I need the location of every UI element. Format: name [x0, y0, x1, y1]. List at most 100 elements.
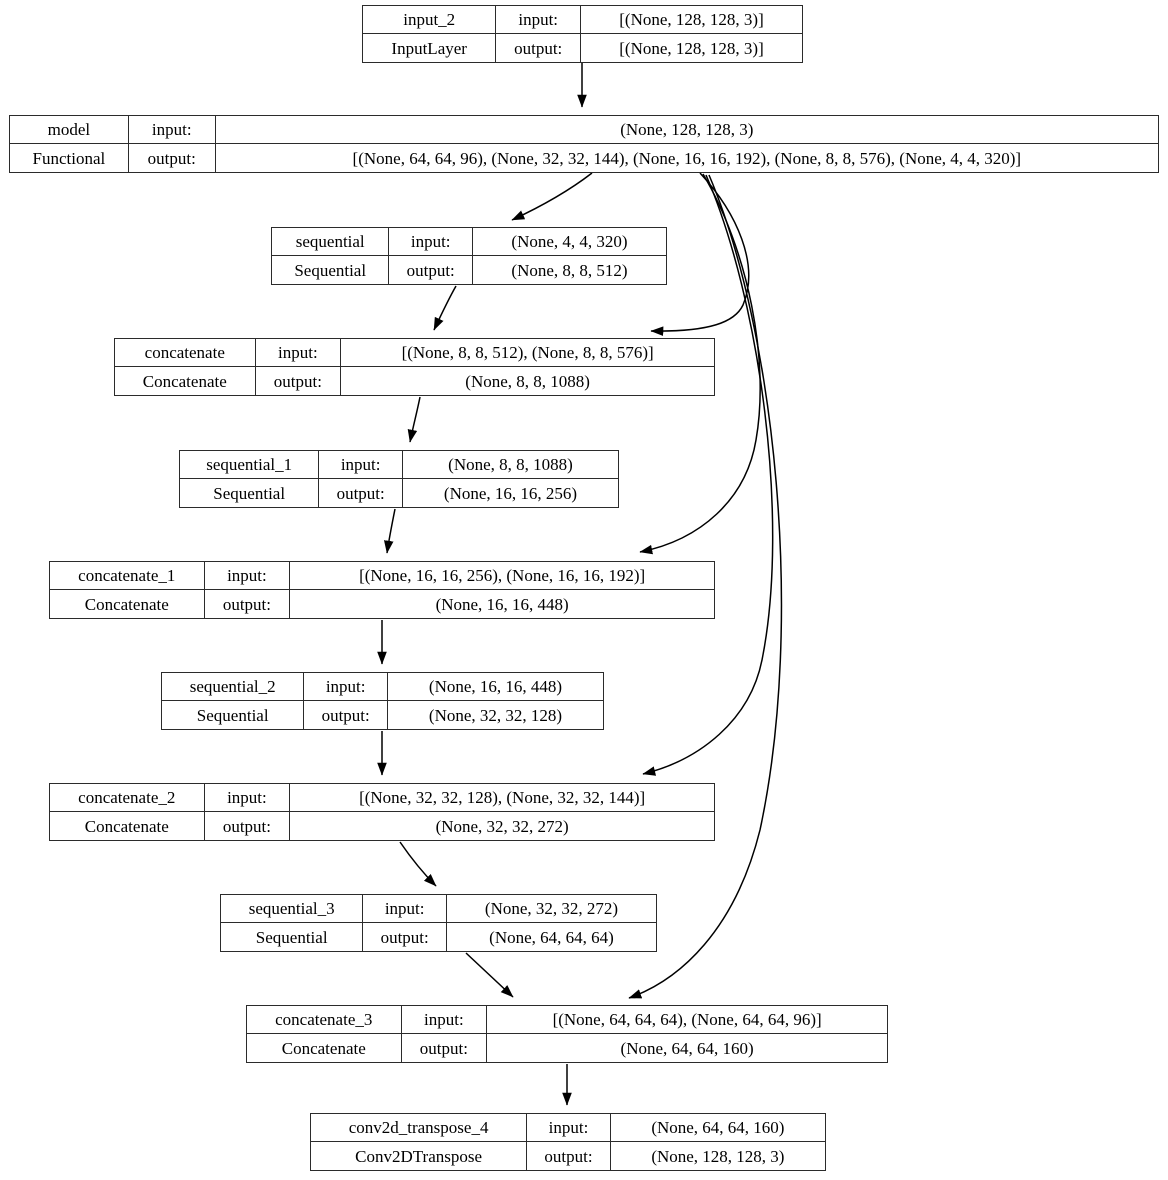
- edge-model-to-concatenate_3: [628, 174, 783, 999]
- node-concatenate_1-output-label: output:: [205, 590, 291, 618]
- node-concatenate_1-name: concatenate_1: [50, 562, 205, 589]
- node-input_2-input-label: input:: [496, 6, 582, 33]
- node-model-output-shape: [(None, 64, 64, 96), (None, 32, 32, 144)…: [352, 148, 1022, 168]
- edge-concatenate_2-to-sequential_3: [399, 841, 437, 887]
- node-sequential_3-input-shape: (None, 32, 32, 272): [484, 899, 619, 918]
- node-input_2-class: InputLayer: [363, 34, 497, 62]
- node-sequential_3-name: sequential_3: [221, 895, 364, 922]
- node-concatenate_2-output-label: output:: [205, 812, 291, 840]
- node-concatenate-class: Concatenate: [115, 367, 256, 395]
- node-sequential_3-class: Sequential: [221, 923, 364, 951]
- node-conv2d_transpose_4-class: Conv2DTranspose: [311, 1142, 528, 1170]
- node-input_2-input-shape: [(None, 128, 128, 3)]: [619, 10, 764, 29]
- node-sequential_3-input-label: input:: [363, 895, 447, 922]
- node-sequential_2-input-shape: (None, 16, 16, 448): [428, 677, 563, 696]
- node-sequential_1-input-shape: (None, 8, 8, 1088): [448, 455, 573, 474]
- node-concatenate_2-input-shape: [(None, 32, 32, 128), (None, 32, 32, 144…: [359, 788, 646, 807]
- edge-model-to-sequential: [511, 172, 593, 221]
- node-concatenate_2-input-label: input:: [205, 784, 291, 811]
- node-sequential-input-label: input:: [389, 228, 473, 255]
- node-sequential-input-shape: (None, 4, 4, 320): [511, 232, 628, 251]
- node-conv2d_transpose_4-name: conv2d_transpose_4: [311, 1114, 528, 1141]
- node-sequential_1-name: sequential_1: [180, 451, 320, 478]
- node-concatenate_2-output-shape: (None, 32, 32, 272): [435, 816, 569, 836]
- node-model-name: model: [10, 116, 129, 143]
- node-sequential_1-class: Sequential: [180, 479, 320, 507]
- edge-sequential_3-to-concatenate_3: [465, 952, 514, 998]
- node-concatenate-input-label: input:: [256, 339, 342, 366]
- node-concatenate_2-class: Concatenate: [50, 812, 205, 840]
- node-sequential_2-input-label: input:: [304, 673, 388, 700]
- node-model-input-label: input:: [129, 116, 216, 143]
- edge-model-to-concatenate: [650, 172, 750, 337]
- node-sequential_2-class: Sequential: [162, 701, 305, 729]
- node-concatenate_3-input-shape: [(None, 64, 64, 64), (None, 64, 64, 96)]: [552, 1010, 822, 1029]
- node-sequential_3-output-label: output:: [363, 923, 447, 951]
- node-concatenate_1-output-shape: (None, 16, 16, 448): [435, 594, 569, 614]
- node-sequential_1-input-label: input:: [319, 451, 403, 478]
- node-sequential_2-output-label: output:: [304, 701, 388, 729]
- node-sequential-output-shape: (None, 8, 8, 512): [511, 260, 628, 280]
- node-conv2d_transpose_4-output-shape: (None, 128, 128, 3): [651, 1146, 785, 1166]
- node-concatenate_2-name: concatenate_2: [50, 784, 205, 811]
- node-sequential-output-label: output:: [389, 256, 473, 284]
- node-model-class: Functional: [10, 144, 129, 172]
- node-sequential_2-name: sequential_2: [162, 673, 305, 700]
- node-conv2d_transpose_4-input-label: input:: [527, 1114, 611, 1141]
- node-conv2d_transpose_4-output-label: output:: [527, 1142, 611, 1170]
- node-concatenate-output-label: output:: [256, 367, 342, 395]
- edge-sequential_1-to-concatenate_1: [383, 508, 396, 554]
- node-model-input-shape: (None, 128, 128, 3): [620, 120, 754, 139]
- node-concatenate_1-input-shape: [(None, 16, 16, 256), (None, 16, 16, 192…: [359, 566, 646, 585]
- node-sequential-class: Sequential: [272, 256, 390, 284]
- node-concatenate-input-shape: [(None, 8, 8, 512), (None, 8, 8, 576)]: [401, 343, 654, 362]
- node-sequential_1-output-shape: (None, 16, 16, 256): [443, 483, 578, 503]
- node-concatenate_1-input-label: input:: [205, 562, 291, 589]
- node-concatenate-output-shape: (None, 8, 8, 1088): [465, 371, 590, 391]
- node-sequential_1-output-label: output:: [319, 479, 403, 507]
- node-sequential_3-output-shape: (None, 64, 64, 64): [489, 927, 614, 947]
- node-concatenate_3-output-shape: (None, 64, 64, 160): [620, 1038, 754, 1058]
- edge-model-to-concatenate_2: [642, 174, 774, 776]
- edge-sequential-to-concatenate: [433, 285, 457, 331]
- node-sequential_2-output-shape: (None, 32, 32, 128): [428, 705, 563, 725]
- node-model-output-label: output:: [129, 144, 216, 172]
- node-concatenate-name: concatenate: [115, 339, 256, 366]
- node-concatenate_3-output-label: output:: [402, 1034, 488, 1062]
- node-input_2-name: input_2: [363, 6, 497, 33]
- node-input_2-output-label: output:: [496, 34, 582, 62]
- edge-paths: [377, 63, 783, 1106]
- edge-concatenate-to-sequential_1: [407, 396, 421, 443]
